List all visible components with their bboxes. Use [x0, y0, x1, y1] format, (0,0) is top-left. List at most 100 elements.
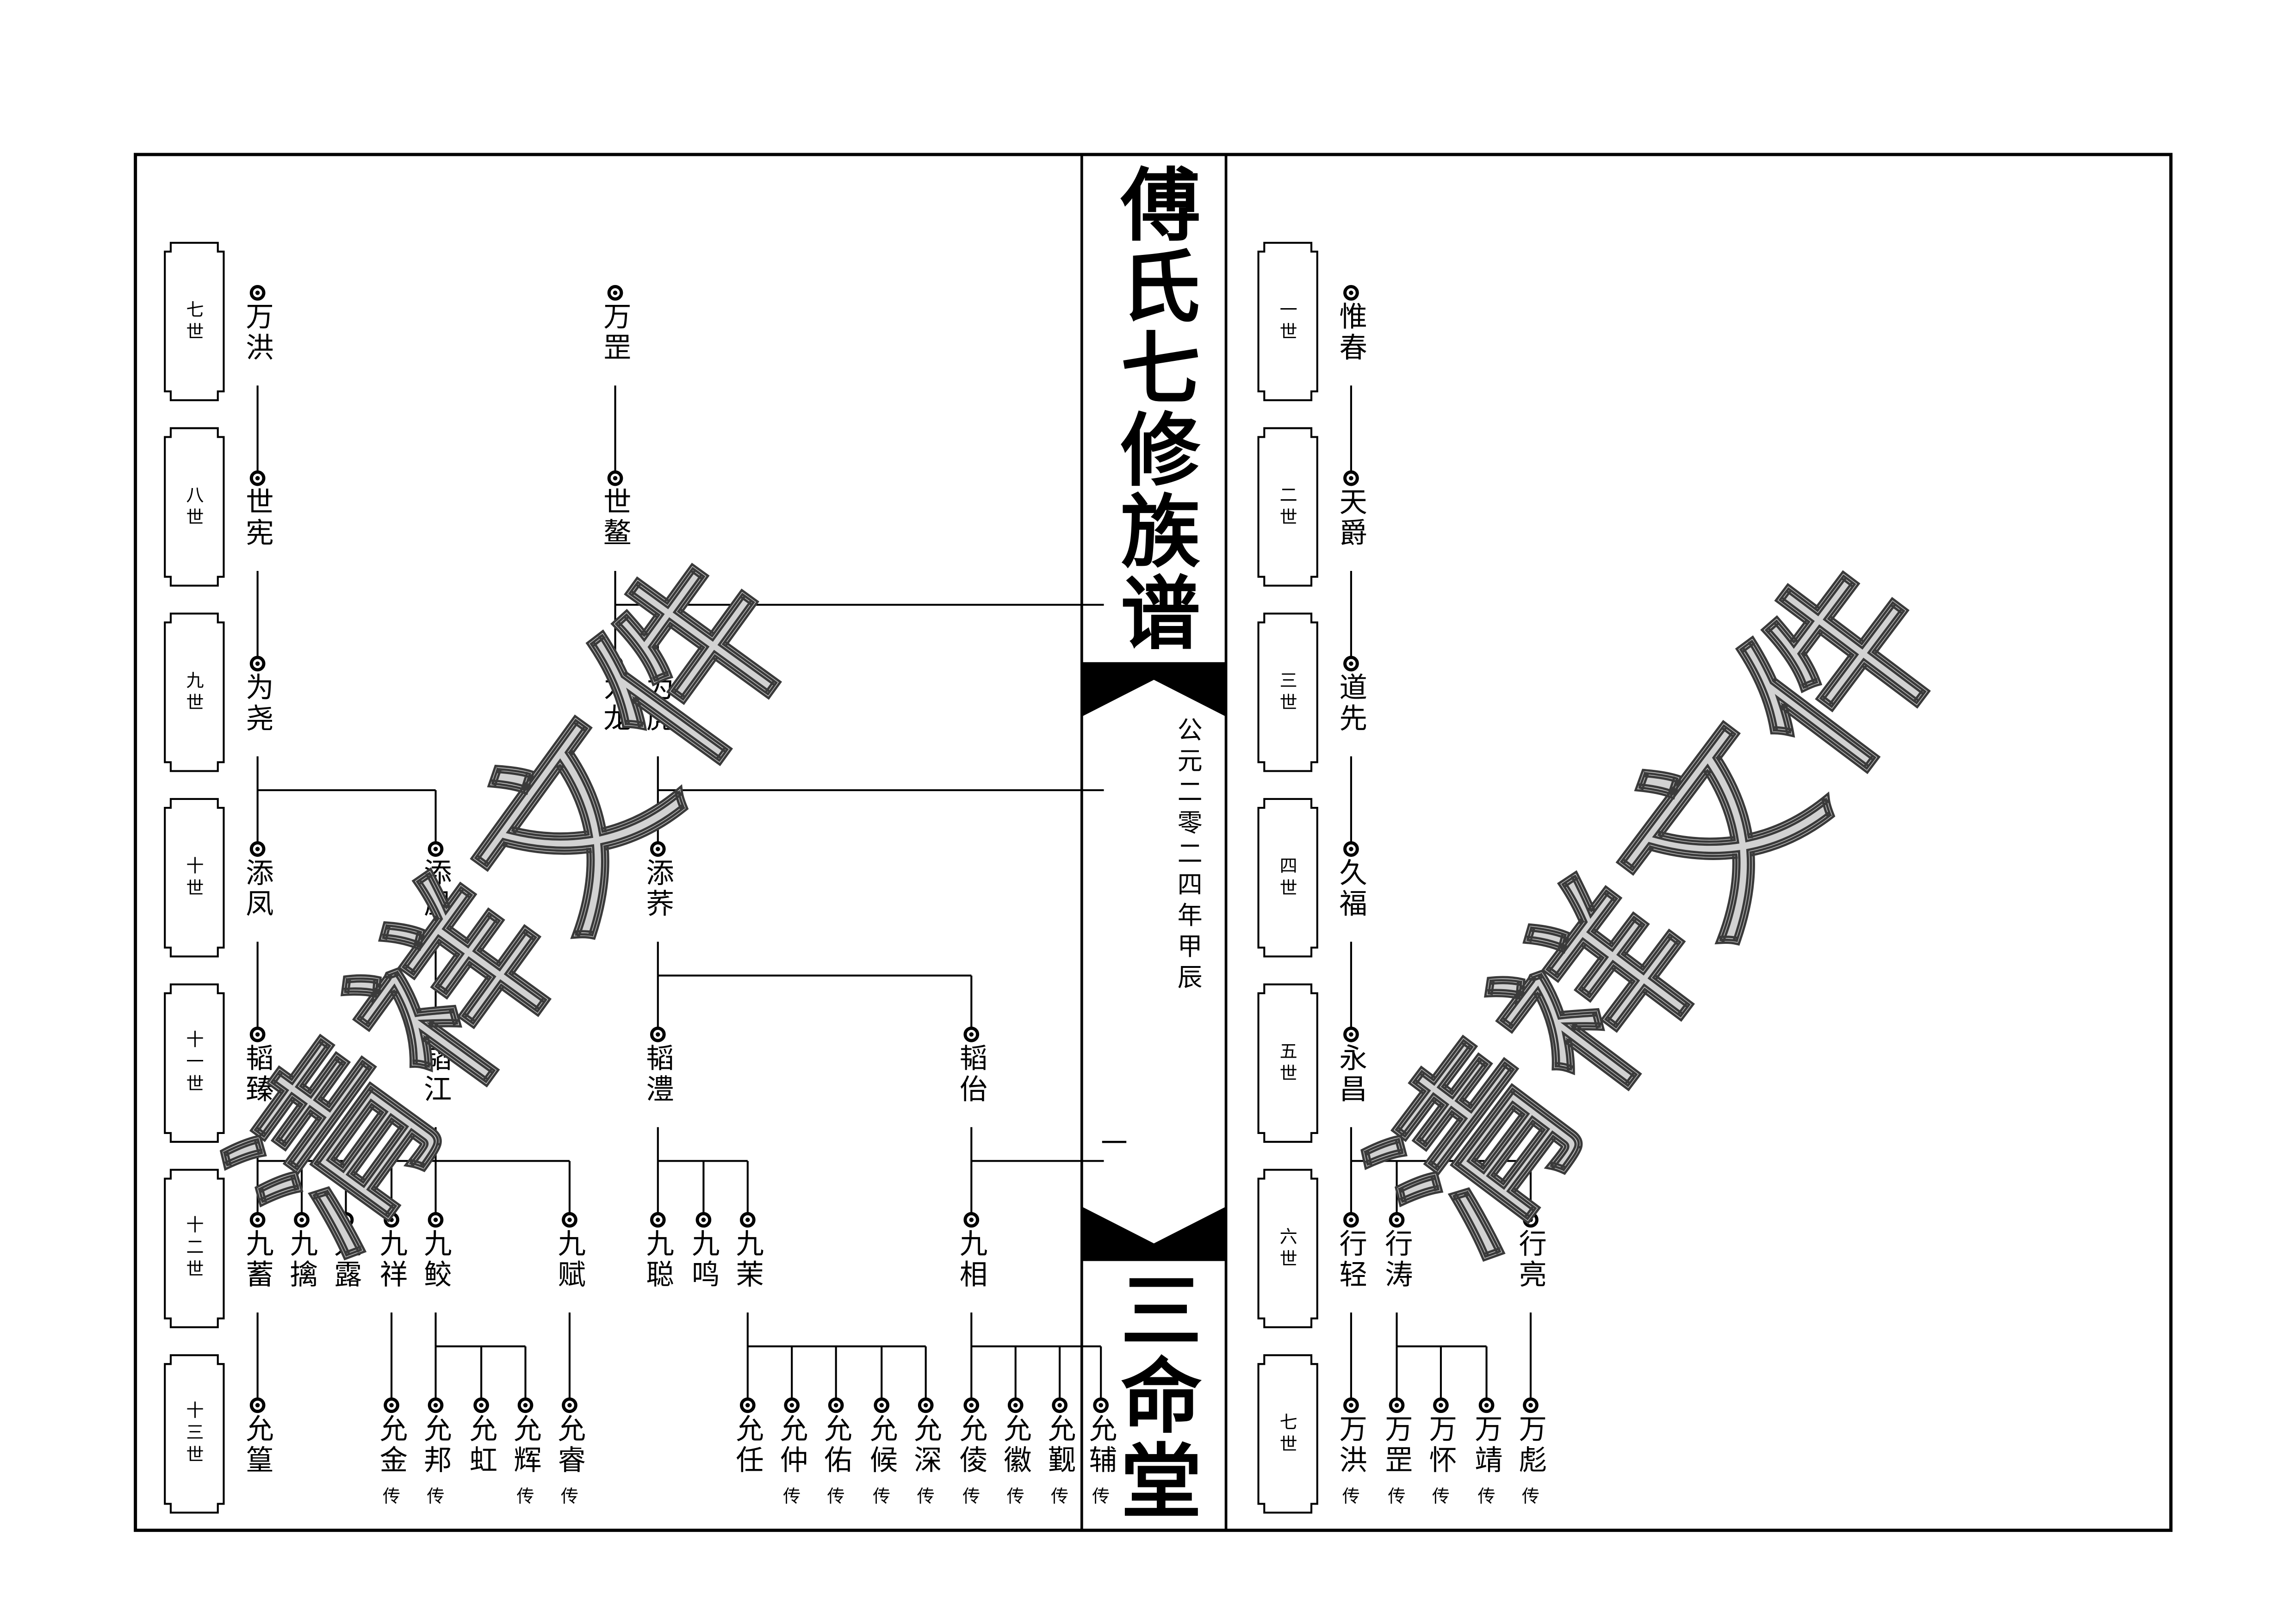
node-dot — [1057, 1403, 1062, 1408]
generation-box — [164, 427, 225, 587]
person-name: 行亮 — [1514, 1228, 1547, 1291]
generation-label: 十二世 — [184, 1215, 205, 1282]
node-dot — [255, 661, 260, 666]
person-name: 惟春 — [1334, 301, 1367, 364]
node-dot — [389, 1403, 394, 1408]
person-node — [963, 1397, 980, 1413]
node-dot — [567, 1217, 572, 1222]
person-node — [739, 1212, 756, 1228]
person-name: 万洪 — [1334, 1414, 1367, 1476]
node-dot — [613, 661, 618, 666]
node-dot — [433, 1032, 438, 1037]
person-name: 九聪 — [641, 1228, 674, 1291]
person-name: 九擒 — [285, 1228, 318, 1291]
person-name: 万彪 — [1514, 1414, 1547, 1476]
node-dot — [923, 1403, 928, 1408]
person-name: 万罡 — [599, 301, 632, 364]
generation-label: 七世 — [184, 299, 205, 344]
person-name: 允候 — [865, 1414, 898, 1476]
node-dot — [433, 1217, 438, 1222]
person-name: 天爵 — [1334, 487, 1367, 549]
generation-box — [1257, 1354, 1318, 1514]
person-node — [428, 1212, 444, 1228]
person-name: 世宪 — [241, 487, 274, 549]
node-dot — [1349, 1403, 1353, 1408]
person-name: 道先 — [1334, 672, 1367, 735]
lineage-continues-mark: 传 — [1521, 1486, 1540, 1507]
person-node — [562, 1397, 577, 1413]
node-dot — [1394, 1217, 1399, 1222]
person-name: 九蓄 — [241, 1228, 274, 1291]
node-dot — [833, 1403, 838, 1408]
node-dot — [255, 847, 260, 851]
person-node — [963, 1026, 980, 1042]
lineage-continues-mark: 传 — [917, 1486, 935, 1507]
lineage-continues-mark: 传 — [1006, 1486, 1024, 1507]
person-name: 九相 — [955, 1228, 988, 1291]
node-dot — [1349, 661, 1353, 666]
generation-label: 七世 — [1277, 1412, 1298, 1456]
person-name: 允邦 — [419, 1414, 452, 1476]
generation-box — [1257, 983, 1318, 1143]
node-dot — [389, 1217, 394, 1222]
person-node — [562, 1212, 577, 1228]
person-node — [338, 1212, 354, 1228]
page-number: 一 — [1101, 1128, 1128, 1160]
node-dot — [1439, 1403, 1443, 1408]
person-node — [650, 1212, 666, 1228]
node-dot — [433, 847, 438, 851]
person-node — [1343, 841, 1359, 857]
person-name: 九鲛 — [419, 1228, 452, 1291]
person-name: 允徽 — [999, 1414, 1032, 1476]
person-node — [1052, 1397, 1068, 1413]
person-name: 允金 — [375, 1414, 408, 1476]
generation-label: 五世 — [1277, 1041, 1298, 1085]
lineage-continues-mark: 传 — [516, 1486, 534, 1507]
node-dot — [1098, 1403, 1103, 1408]
person-node — [249, 470, 266, 486]
generation-box — [164, 242, 225, 402]
person-name: 九露 — [329, 1228, 362, 1291]
generation-label: 四世 — [1277, 855, 1298, 900]
person-name: 行轻 — [1334, 1228, 1367, 1291]
lineage-continues-mark: 传 — [427, 1486, 445, 1507]
page-border — [134, 153, 2173, 1532]
lower-fishtail-ornament — [1081, 1206, 1226, 1261]
person-node — [828, 1397, 844, 1413]
generation-label: 十世 — [184, 855, 205, 900]
node-dot — [969, 1032, 974, 1037]
person-nodes — [249, 285, 1539, 1413]
lineage-continues-mark: 传 — [1388, 1486, 1406, 1507]
node-dot — [343, 1217, 348, 1222]
generation-label: 一世 — [1277, 299, 1298, 344]
generation-label: 八世 — [184, 484, 205, 529]
node-dot — [523, 1403, 528, 1408]
book-title: 傅氏七修族谱 — [1106, 163, 1201, 654]
person-node — [963, 1212, 980, 1228]
person-node — [1389, 1212, 1405, 1228]
node-dot — [1528, 1403, 1533, 1408]
person-node — [650, 1026, 666, 1042]
person-node — [739, 1397, 756, 1413]
person-name: 允佑 — [819, 1414, 852, 1476]
node-dot — [789, 1403, 794, 1408]
generation-box — [1257, 613, 1318, 772]
person-node — [473, 1397, 489, 1413]
generation-box — [164, 983, 225, 1143]
person-name: 九鸣 — [687, 1228, 720, 1291]
person-node — [249, 1397, 266, 1413]
node-dot — [613, 291, 618, 295]
person-name: 允篁 — [241, 1414, 274, 1476]
node-dot — [433, 1403, 438, 1408]
person-name: 久福 — [1334, 858, 1367, 920]
person-node — [249, 656, 266, 672]
person-node — [428, 1026, 444, 1042]
person-node — [607, 285, 623, 301]
person-name: 万靖 — [1470, 1414, 1503, 1476]
generation-box — [164, 1169, 225, 1328]
person-node — [249, 841, 266, 857]
person-node — [1478, 1397, 1495, 1413]
generation-box — [164, 1354, 225, 1514]
node-dot — [701, 1217, 706, 1222]
